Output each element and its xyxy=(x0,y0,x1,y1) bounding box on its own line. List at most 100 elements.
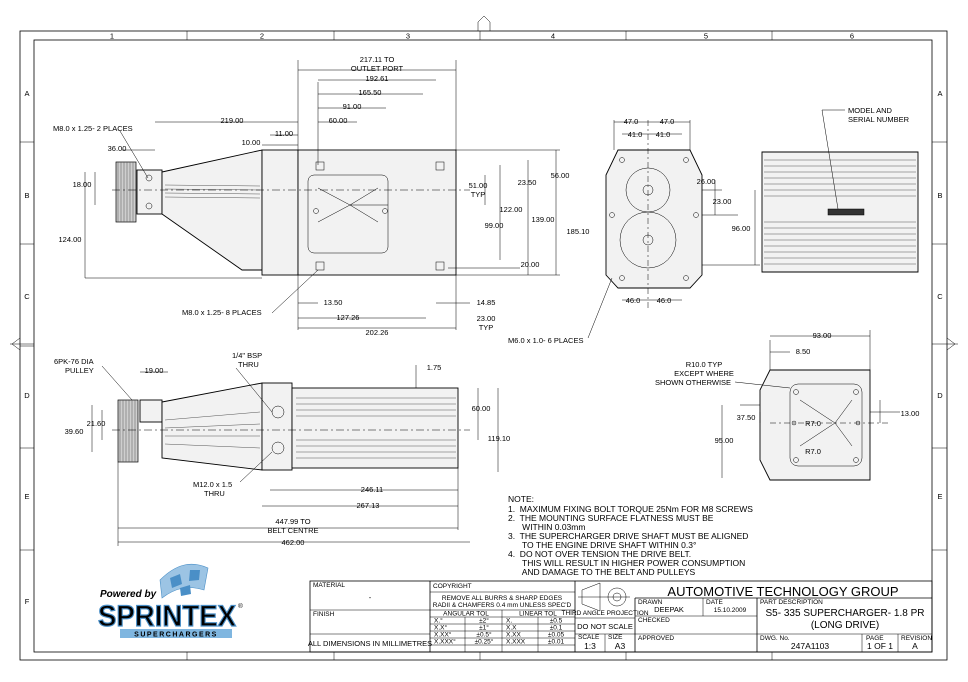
dim-462-00: 462.00 xyxy=(282,538,305,547)
notes-heading: NOTE: xyxy=(508,494,534,504)
tb-rev-label: REVISION xyxy=(901,635,932,642)
inner-border xyxy=(33,39,933,653)
note-line-8: AND DAMAGE TO THE BELT AND PULLEYS xyxy=(508,567,696,577)
tb-angular-tol: ANGULAR TOL xyxy=(443,611,489,618)
outer-border xyxy=(19,30,948,661)
row-label-b-right: B xyxy=(937,191,942,200)
tb-rev-value: A xyxy=(912,641,918,651)
dim-119-10: 119.10 xyxy=(488,434,510,443)
note-line-5: TO THE ENGINE DRIVE SHAFT WITHIN 0.3° xyxy=(508,540,696,550)
rotor-housing xyxy=(297,149,457,276)
callout-bsp-2: THRU xyxy=(238,360,259,369)
logo-sub-bar xyxy=(120,629,232,638)
dim-91-00: 91.00 xyxy=(343,102,362,111)
callout-m12-1: M12.0 x 1.5 xyxy=(193,480,232,489)
dim-51-00: 51.00 xyxy=(469,181,488,190)
dim-outlet-port: 217.11 TO xyxy=(360,55,395,64)
dim-447-99: 447.99 TO xyxy=(275,517,310,526)
col-label-1: 1 xyxy=(110,32,114,41)
dim-8-50: 8.50 xyxy=(796,347,811,356)
row-label-f: F xyxy=(25,597,30,606)
dim-belt-centre: BELT CENTRE xyxy=(268,526,319,535)
col-label-2: 2 xyxy=(260,32,264,41)
flag-checks xyxy=(170,570,200,596)
row-label-d-right: D xyxy=(937,391,943,400)
front-flange xyxy=(261,382,293,471)
dim-47-0-right: 47.0 xyxy=(660,117,675,126)
logo-tagline: Powered by xyxy=(100,589,157,600)
tb-scale-label: SCALE xyxy=(578,634,600,641)
callout-r10-2: EXCEPT WHERE xyxy=(674,369,734,378)
dim-46-0-left: 46.0 xyxy=(626,296,641,305)
dim-99-00: 99.00 xyxy=(485,221,504,230)
tb-date-label: DATE xyxy=(706,599,724,606)
tb-burrs-1: REMOVE ALL BURRS & SHARP EDGES xyxy=(442,595,563,602)
dim-r7-0-upper: R7.0 xyxy=(805,419,821,428)
tol-r3-c3: X.XX xyxy=(506,632,521,639)
bsp-fitting xyxy=(139,399,163,423)
callout-m8-8-places: M8.0 x 1.25- 8 PLACES xyxy=(182,308,262,317)
note-line-7: THIS WILL RESULT IN HIGHER POWER CONSUMP… xyxy=(508,558,745,568)
front-view-dimensions xyxy=(91,365,499,546)
dim-13-50: 13.50 xyxy=(324,298,343,307)
tb-date-value: 15.10.2009 xyxy=(714,607,747,614)
tol-r4-c3: X.XXX xyxy=(506,639,526,646)
tb-part-desc-2: (LONG DRIVE) xyxy=(811,620,879,631)
dim-13-00: 13.00 xyxy=(901,409,920,418)
tb-company: AUTOMOTIVE TECHNOLOGY GROUP xyxy=(667,584,898,599)
dim-41-0-left: 41.0 xyxy=(628,130,643,139)
dim-23-typ: TYP xyxy=(479,323,494,332)
tol-r1-c2: ±2° xyxy=(479,617,489,625)
drive-nose xyxy=(161,149,263,271)
drive-bracket xyxy=(136,169,163,215)
dim-60-00: 60.00 xyxy=(329,116,348,125)
dim-1-75: 1.75 xyxy=(427,363,442,372)
end-view xyxy=(605,120,760,310)
callout-pulley-1: 6PK-76 DIA xyxy=(54,357,94,366)
front-nose xyxy=(161,382,263,471)
dim-95-00: 95.00 xyxy=(715,436,734,445)
dim-26-00: 26.00 xyxy=(697,177,716,186)
tb-page-value: 1 OF 1 xyxy=(867,641,893,651)
dim-23-00-end: 23.00 xyxy=(713,197,732,206)
dim-r7-0-lower: R7.0 xyxy=(805,447,821,456)
tol-r2-c2: ±1° xyxy=(479,624,489,632)
front-view xyxy=(112,382,470,471)
top-view-dimensions xyxy=(84,60,560,330)
side-view xyxy=(761,109,919,273)
tb-units: ALL DIMENSIONS IN MILLIMETRES xyxy=(308,639,432,648)
dim-93-00: 93.00 xyxy=(813,331,832,340)
detail-view xyxy=(759,369,890,481)
tol-r1-c3: X. xyxy=(506,618,512,625)
tb-drawn-value: DEEPAK xyxy=(654,605,684,614)
outlet-port xyxy=(307,174,389,254)
col-label-6: 6 xyxy=(850,32,854,41)
callout-r10-3: SHOWN OTHERWISE xyxy=(655,378,731,387)
tb-page-label: PAGE xyxy=(866,635,884,642)
callout-pulley-2: PULLEY xyxy=(65,366,94,375)
row-label-d: D xyxy=(24,391,30,400)
note-line-1: 1. MAXIMUM FIXING BOLT TORQUE 25Nm FOR M… xyxy=(508,504,753,514)
row-label-c-right: C xyxy=(937,292,943,301)
title-block xyxy=(309,580,933,653)
dim-36-00: 36.00 xyxy=(108,144,127,153)
dim-139-00: 139.00 xyxy=(532,215,555,224)
logo-brand: SPRINTEX xyxy=(98,600,236,633)
callout-m6-6-places: M6.0 x 1.0- 6 PLACES xyxy=(508,336,583,345)
tb-copyright: COPYRIGHT xyxy=(433,583,472,590)
note-line-6: 4. DO NOT OVER TENSION THE DRIVE BELT. xyxy=(508,549,691,559)
callout-m8-2-places: M8.0 x 1.25- 2 PLACES xyxy=(53,124,133,133)
dim-20-00: 20.00 xyxy=(521,260,540,269)
note-line-2: 2. THE MOUNTING SURFACE FLATNESS MUST BE xyxy=(508,513,714,523)
tb-do-not-scale: DO NOT SCALE xyxy=(577,622,633,631)
top-view xyxy=(112,149,470,276)
dim-11-00: 11.00 xyxy=(275,129,293,138)
dim-18-00: 18.00 xyxy=(73,180,92,189)
logo-registered: ® xyxy=(238,602,243,610)
tol-r1-c4: ±0.5 xyxy=(550,618,563,625)
row-label-e-right: E xyxy=(937,492,942,501)
tb-linear-tol: LINEAR TOL xyxy=(519,611,557,618)
dim-19-00: 19.00 xyxy=(145,366,164,375)
tb-material-label: MATERIAL xyxy=(313,582,345,589)
